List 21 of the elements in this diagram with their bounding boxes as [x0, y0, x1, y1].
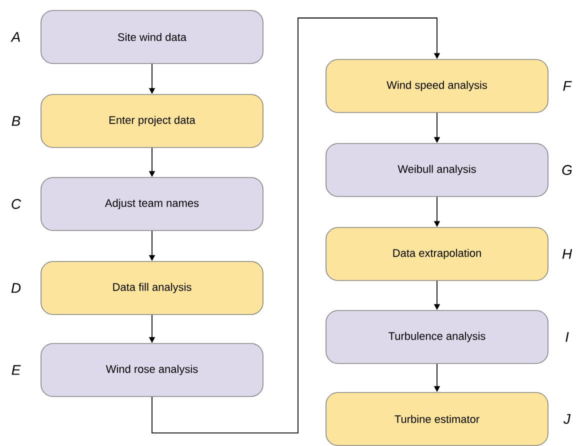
- process-box: Data extrapolation: [326, 227, 548, 281]
- step-letter: D: [11, 283, 21, 293]
- step-letter: E: [12, 365, 21, 375]
- step-letter: B: [12, 116, 20, 126]
- process-box: Adjust team names: [40, 177, 264, 231]
- step-letter: J: [563, 414, 571, 424]
- process-box: Wind speed analysis: [326, 59, 548, 113]
- process-box: Enter project data: [40, 94, 264, 148]
- step-letter: F: [563, 81, 572, 91]
- step-letter: C: [12, 199, 22, 209]
- process-box: Data fill analysis: [40, 261, 264, 315]
- step-letter: I: [566, 332, 569, 342]
- step-letter: G: [562, 165, 572, 175]
- process-box: Site wind data: [40, 10, 264, 64]
- process-box: Turbine estimator: [326, 392, 548, 446]
- process-box: Turbulence analysis: [326, 310, 548, 364]
- process-box: Weibull analysis: [326, 143, 548, 197]
- step-letter: H: [562, 249, 572, 259]
- arrow: [152, 18, 440, 434]
- process-box: Wind rose analysis: [40, 343, 264, 397]
- step-letter: A: [10, 32, 20, 42]
